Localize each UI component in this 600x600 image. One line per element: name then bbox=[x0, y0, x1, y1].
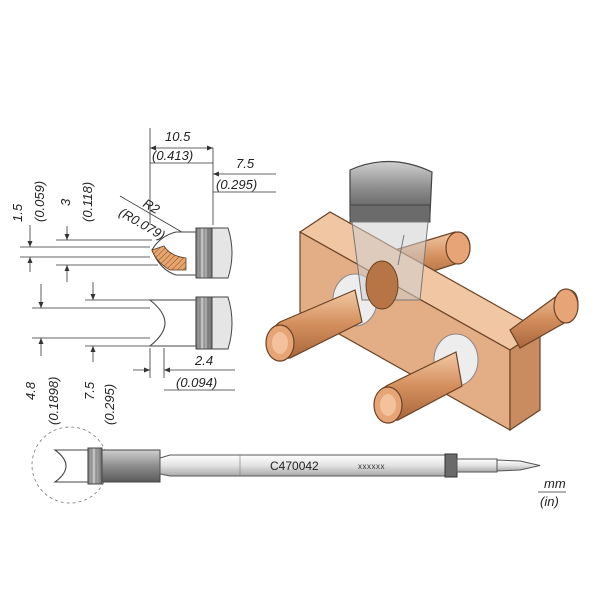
d1-mm-label: 1.5 bbox=[10, 203, 25, 222]
d2-dimension: 3 (0.118) bbox=[56, 182, 158, 282]
right-dimension: 7.5 (0.295) bbox=[213, 156, 276, 193]
slot-mm-label: 2.4 bbox=[194, 353, 213, 368]
width-in-label: (0.413) bbox=[152, 148, 193, 163]
part-number-label: C470042 bbox=[270, 459, 319, 473]
radius-mm-label: R2 bbox=[141, 196, 164, 218]
units-imperial: (in) bbox=[540, 494, 559, 509]
d2-mm-label: 3 bbox=[58, 198, 73, 206]
slot-in-label: (0.094) bbox=[176, 375, 217, 390]
slot-dimension: 2.4 (0.094) bbox=[133, 348, 235, 391]
d3-in-label: (0.1898) bbox=[46, 377, 61, 425]
units-metric: mm bbox=[544, 476, 566, 491]
width-mm-label: 10.5 bbox=[165, 129, 191, 144]
batch-code-label: xxxxxx bbox=[358, 462, 385, 471]
right-pin bbox=[509, 288, 579, 349]
tip-side-view bbox=[151, 227, 233, 279]
front-pin bbox=[373, 351, 463, 424]
units-legend: mm (in) bbox=[538, 476, 566, 509]
d1-dimension: 1.5 (0.059) bbox=[10, 181, 150, 272]
width-dimension: 10.5 (0.413) bbox=[149, 128, 214, 225]
d2-in-label: (0.118) bbox=[80, 182, 95, 222]
component-illustration bbox=[265, 160, 579, 432]
left-pin bbox=[265, 289, 363, 362]
full-tip-profile: C470042 xxxxxx bbox=[31, 426, 541, 504]
d1-in-label: (0.059) bbox=[32, 181, 47, 222]
right-mm-label: 7.5 bbox=[236, 156, 255, 171]
d4-in-label: (0.295) bbox=[102, 384, 117, 425]
d4-mm-label: 7.5 bbox=[82, 381, 97, 400]
d3-dimension: 4.8 (0.1898) bbox=[23, 284, 150, 425]
d4-dimension: 7.5 (0.295) bbox=[82, 282, 150, 425]
d3-mm-label: 4.8 bbox=[23, 381, 38, 400]
soldering-tip-head bbox=[349, 160, 433, 310]
radius-in-label: (R0.079) bbox=[117, 205, 168, 243]
tip-front-view bbox=[148, 296, 233, 350]
right-in-label: (0.295) bbox=[216, 177, 257, 192]
